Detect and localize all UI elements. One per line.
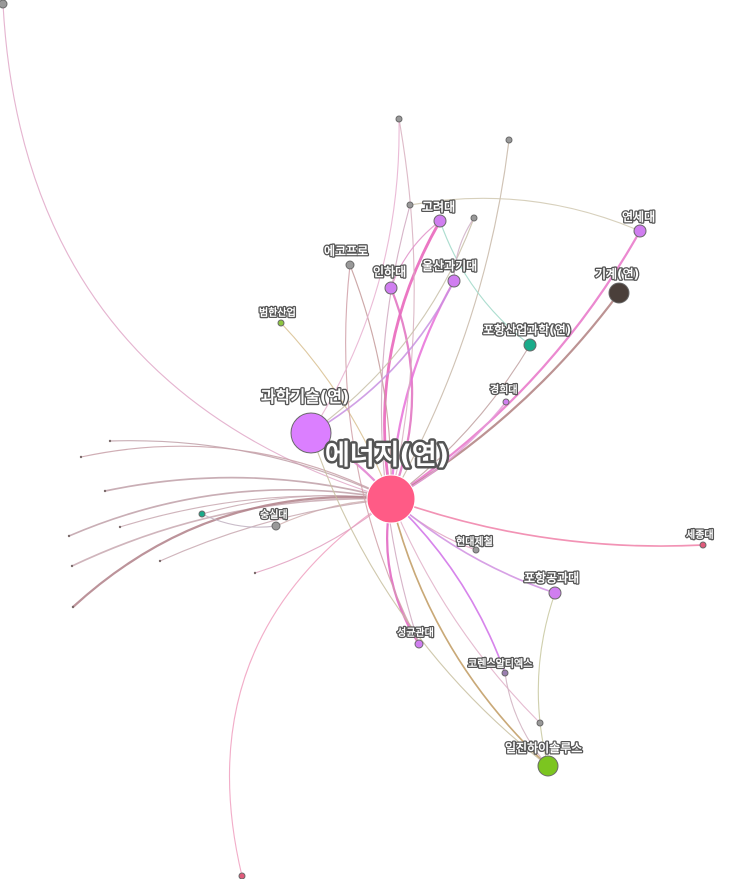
label-bumhan: 범한산업 [259,306,296,319]
node-u7[interactable] [536,719,544,727]
node-skku[interactable] [414,639,424,649]
node-yonsei[interactable] [633,224,647,238]
label-soongsil: 숭실대 [260,508,288,521]
node-bumhan[interactable] [277,319,285,327]
label-kyunghee: 경희대 [490,383,518,396]
node-u6[interactable] [198,510,206,518]
label-corens: 코렌스알티엑스 [468,657,532,670]
node-korea[interactable] [433,214,447,228]
node-e9[interactable] [253,571,257,575]
label-korea: 고려대 [422,199,455,214]
edge-hub-e8 [159,498,392,562]
edge-hub-yonsei [389,229,642,501]
label-sejong: 세종대 [686,528,714,541]
edge-hub-bumhan [280,322,392,500]
label-hyundai: 현대제철 [456,535,493,548]
node-postech[interactable] [548,586,562,600]
edge-postech-iljin [537,592,556,767]
edge-ecopro-skku [345,264,420,645]
node-e2[interactable] [79,455,83,459]
node-u2[interactable] [395,115,403,123]
edge-hub-sejong [390,498,704,547]
node-kyunghee[interactable] [502,398,510,406]
node-unist[interactable] [447,274,461,288]
node-inha[interactable] [384,281,398,295]
node-u4[interactable] [470,214,478,222]
edge-hub-e5 [68,488,392,537]
label-unist: 울산과기대 [422,258,477,273]
edge-hub-inha [389,286,414,501]
edge-kist-u4 [310,217,475,434]
edge-kist-unist [310,280,455,434]
label-iljin: 일진하이솔루스 [505,740,582,755]
label-postech: 포항공과대 [524,570,579,585]
node-sejong[interactable] [699,541,707,549]
node-e8[interactable] [158,559,162,563]
label-yonsei: 연세대 [622,209,655,224]
edge-yonsei-u5 [409,197,641,232]
node-ecopro[interactable] [345,260,355,270]
label-kist: 과학기술(연) [261,387,349,406]
edge-hub-e1 [109,440,392,500]
node-e5[interactable] [67,534,71,538]
edge-hub-corens [390,498,506,674]
edge-u6-soongsil [201,513,277,528]
node-layer [0,0,707,879]
label-ecopro: 에코프로 [324,243,368,258]
edge-hub-korea [383,219,442,501]
node-corens[interactable] [501,669,509,677]
node-e4[interactable] [118,525,122,529]
edge-hub-u7 [390,498,541,724]
edge-corens-iljin [504,672,549,767]
edge-hub-e7 [71,496,393,609]
node-kist[interactable] [290,412,332,454]
node-hyundai[interactable] [472,546,480,554]
node-hub[interactable] [366,474,416,524]
node-u5[interactable] [406,201,414,209]
node-e3[interactable] [103,489,107,493]
node-u3[interactable] [505,136,513,144]
label-riist: 포항산업과학(연) [483,322,571,337]
edge-hub-e2 [80,445,392,500]
node-soongsil[interactable] [271,521,281,531]
node-e7[interactable] [71,605,75,609]
node-iljin[interactable] [537,755,559,777]
edge-korea-inha [390,220,441,289]
edge-hub-e4 [119,495,392,528]
label-kimm: 기계(연) [595,266,639,281]
edge-korea-riist [439,220,531,346]
node-u1[interactable] [0,0,8,9]
edge-hub-riist [390,344,531,500]
edge-layer [2,3,704,877]
edge-hub-u8 [228,498,392,877]
label-hub: 에너지(연) [325,440,449,471]
node-e1[interactable] [108,439,112,443]
edge-hub-iljin [390,498,549,767]
edge-kist-iljin [310,432,549,767]
node-kimm[interactable] [608,282,630,304]
node-u8[interactable] [238,872,246,879]
node-riist[interactable] [523,338,537,352]
node-e6[interactable] [70,564,74,568]
edge-hub-u3 [390,139,510,500]
edge-kist-u2 [310,118,400,434]
edge-hub-u1 [2,3,392,500]
edge-hub-e3 [104,476,392,500]
edge-hub-e6 [71,497,392,567]
label-inha: 인하대 [373,264,406,279]
edge-hub-u2 [390,118,415,500]
label-skku: 성균관대 [397,626,434,639]
edge-u5-skku [380,204,420,645]
